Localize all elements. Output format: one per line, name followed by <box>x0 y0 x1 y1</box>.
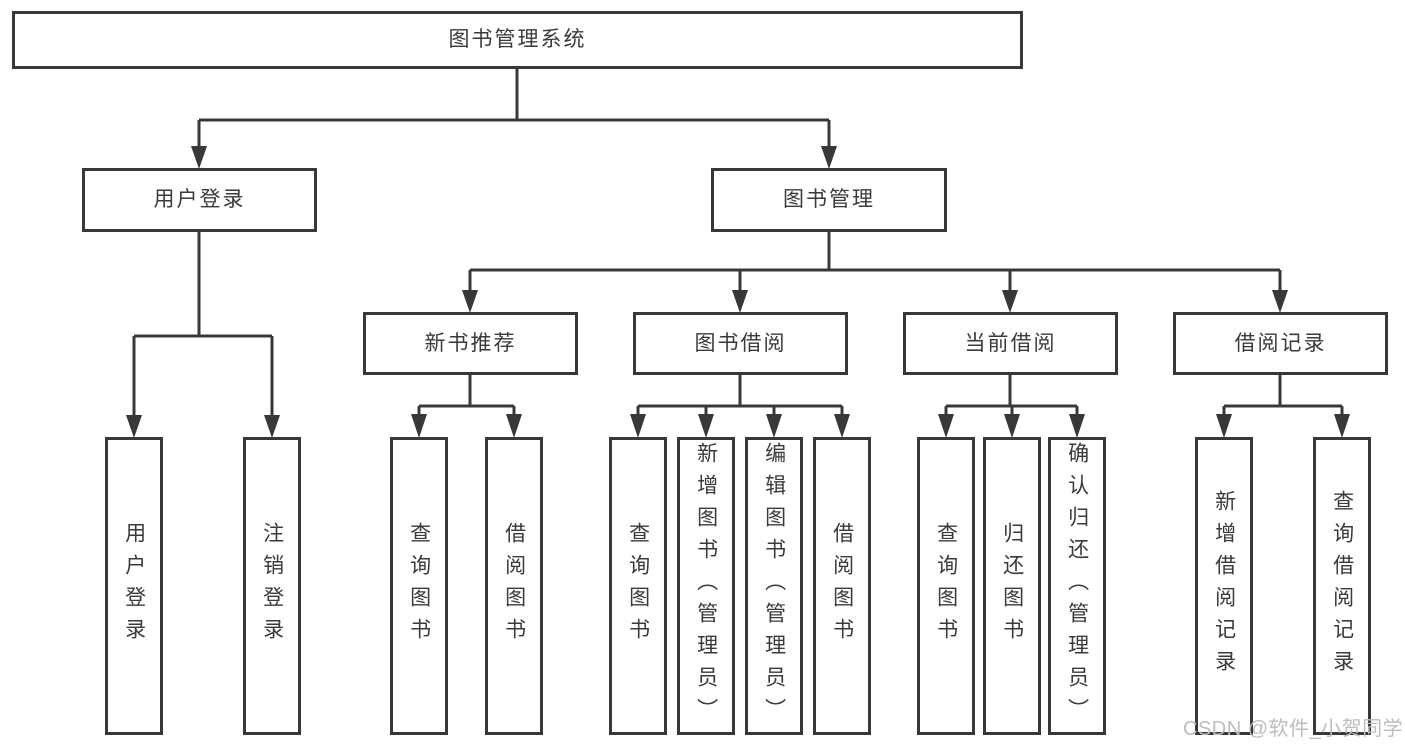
node-label: 新增图书（管理员） <box>694 442 718 730</box>
arrowhead-icon <box>1334 414 1350 438</box>
leaf-add-borrow-record: 新增借阅记录 <box>1195 437 1253 735</box>
node-book-management: 图书管理 <box>711 168 947 232</box>
connector-current-borrowing-to-leaves <box>938 375 1085 438</box>
node-label: 查询借阅记录 <box>1330 490 1354 682</box>
connector-book-borrowing-to-leaves <box>630 375 850 438</box>
connector-new-book-recommendation-to-leaves <box>411 375 522 438</box>
arrowhead-icon <box>821 146 837 169</box>
leaf-query-books-borrow: 查询图书 <box>609 437 667 735</box>
node-book-borrowing: 图书借阅 <box>633 312 848 375</box>
node-label: 查询图书 <box>934 522 958 650</box>
node-label: 查询图书 <box>407 522 431 650</box>
arrowhead-icon <box>938 414 954 438</box>
node-label: 确认归还（管理员） <box>1065 442 1089 730</box>
arrowhead-icon <box>834 414 850 438</box>
leaf-borrow-books: 借阅图书 <box>813 437 871 735</box>
node-label: 借阅记录 <box>1234 331 1327 355</box>
node-label: 图书管理 <box>783 188 875 212</box>
arrowhead-icon <box>264 415 280 438</box>
leaf-return-books: 归还图书 <box>983 437 1041 735</box>
arrowhead-icon <box>462 290 478 313</box>
arrowhead-icon <box>766 414 782 438</box>
node-label: 图书借阅 <box>694 331 787 355</box>
node-label: 当前借阅 <box>964 331 1057 355</box>
node-label: 借阅图书 <box>502 522 526 650</box>
arrowhead-icon <box>126 415 142 438</box>
arrowhead-icon <box>1216 414 1232 438</box>
connector-root-to-level2 <box>191 69 837 169</box>
arrowhead-icon <box>698 414 714 438</box>
node-label: 新书推荐 <box>424 331 517 355</box>
arrowhead-icon <box>1004 414 1020 438</box>
arrowhead-icon <box>411 414 427 438</box>
arrowhead-icon <box>506 414 522 438</box>
node-label: 用户登录 <box>153 188 246 212</box>
node-label: 图书管理系统 <box>448 28 587 52</box>
node-current-borrowing: 当前借阅 <box>903 312 1118 375</box>
node-new-book-recommendation: 新书推荐 <box>363 312 578 375</box>
leaf-confirm-return-admin: 确认归还（管理员） <box>1048 437 1106 735</box>
node-label: 用户登录 <box>122 522 146 650</box>
leaf-add-books-admin: 新增图书（管理员） <box>677 437 735 735</box>
arrowhead-icon <box>732 290 748 313</box>
node-label: 注销登录 <box>260 522 284 650</box>
arrowhead-icon <box>1002 290 1018 313</box>
arrowhead-icon <box>1069 414 1085 438</box>
node-label: 归还图书 <box>1000 522 1024 650</box>
node-label: 借阅图书 <box>830 522 854 650</box>
leaf-borrow-books-recommend: 借阅图书 <box>485 437 543 735</box>
leaf-logout: 注销登录 <box>243 437 301 735</box>
arrowhead-icon <box>191 146 207 169</box>
arrowhead-icon <box>1272 290 1288 313</box>
leaf-query-books-recommend: 查询图书 <box>390 437 448 735</box>
leaf-query-borrow-record: 查询借阅记录 <box>1313 437 1371 735</box>
connector-borrowing-records-to-leaves <box>1216 375 1350 438</box>
node-user-login: 用户登录 <box>82 168 317 232</box>
leaf-edit-books-admin: 编辑图书（管理员） <box>745 437 803 735</box>
connector-book-management-to-level3 <box>462 232 1288 313</box>
node-label: 编辑图书（管理员） <box>762 442 786 730</box>
node-label: 新增借阅记录 <box>1212 490 1236 682</box>
connector-user-login-to-leaves <box>126 232 280 438</box>
watermark: CSDN @软件_小贺同学 <box>1183 718 1404 740</box>
node-label: 查询图书 <box>626 522 650 650</box>
leaf-query-books-current: 查询图书 <box>917 437 975 735</box>
leaf-user-login: 用户登录 <box>105 437 163 735</box>
node-library-management-system: 图书管理系统 <box>12 11 1023 69</box>
node-borrowing-records: 借阅记录 <box>1173 312 1388 375</box>
arrowhead-icon <box>630 414 646 438</box>
